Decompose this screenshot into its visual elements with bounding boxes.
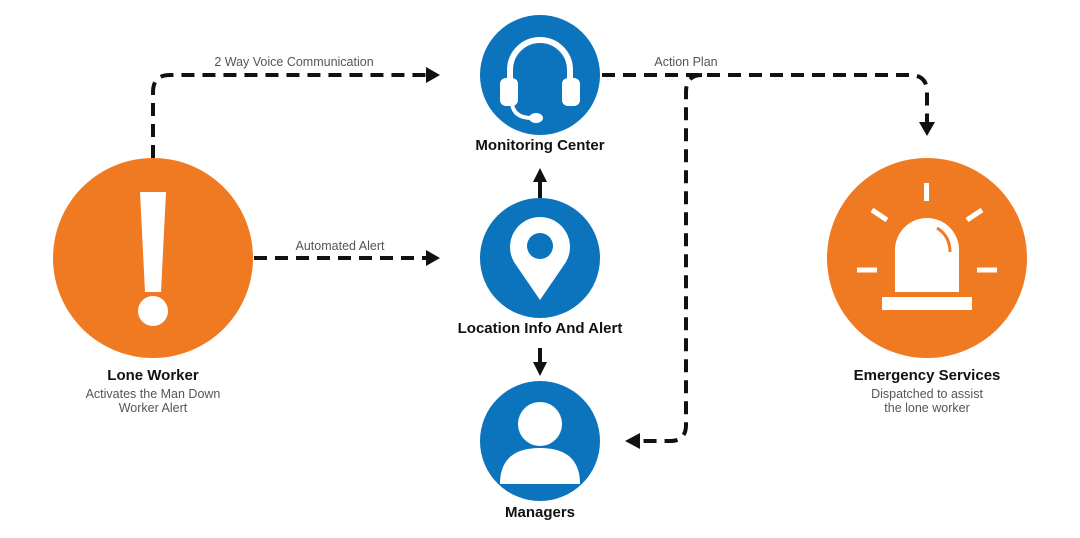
lone-worker-title: Lone Worker <box>107 367 199 384</box>
lone-worker-subtitle-2: Worker Alert <box>119 401 188 415</box>
monitoring-arrowhead <box>533 168 547 182</box>
managers-down-arrowhead <box>533 362 547 376</box>
emergency-services-subtitle-2: the lone worker <box>884 401 969 415</box>
monitoring-center-node: Monitoring Center <box>475 15 605 154</box>
lone-worker-node: Lone Worker Activates the Man Down Worke… <box>53 158 253 415</box>
lone-worker-subtitle-1: Activates the Man Down <box>86 387 221 401</box>
action-plan-connector-managers <box>640 73 703 443</box>
emergency-arrowhead <box>919 122 935 136</box>
managers-node: Managers <box>480 381 600 521</box>
user-icon <box>500 402 580 484</box>
monitoring-center-title: Monitoring Center <box>475 137 604 154</box>
connectors <box>151 67 935 449</box>
voice-communication-connector <box>151 73 426 158</box>
managers-arrowhead <box>625 433 640 449</box>
alert-arrowhead <box>426 250 440 266</box>
action-plan-label: Action Plan <box>654 55 717 69</box>
voice-arrowhead <box>426 67 440 83</box>
siren-icon <box>857 183 997 310</box>
emergency-services-subtitle-1: Dispatched to assist <box>871 387 983 401</box>
location-info-node: Location Info And Alert <box>458 198 623 337</box>
alert-label: Automated Alert <box>296 239 385 253</box>
managers-title: Managers <box>505 504 575 521</box>
location-info-title: Location Info And Alert <box>458 320 623 337</box>
emergency-services-node: Emergency Services Dispatched to assist … <box>827 158 1027 415</box>
map-pin-icon <box>509 217 571 300</box>
headset-icon <box>500 37 580 123</box>
emergency-services-title: Emergency Services <box>854 367 1001 384</box>
voice-label: 2 Way Voice Communication <box>214 55 373 69</box>
action-plan-connector-emergency <box>602 73 929 122</box>
exclamation-icon <box>138 192 168 326</box>
